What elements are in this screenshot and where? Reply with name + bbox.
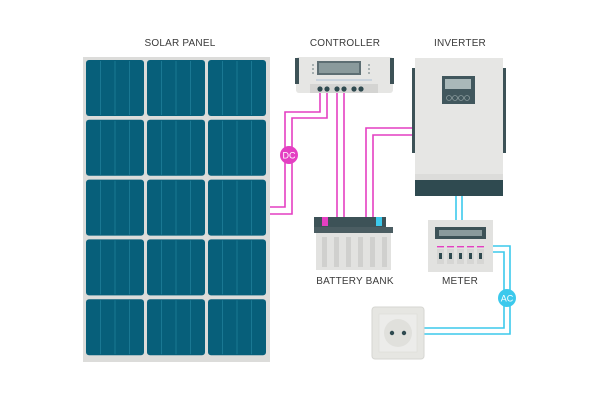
breaker-switch [469, 253, 472, 259]
breaker-switch [449, 253, 452, 259]
meter [428, 220, 493, 272]
breaker-indicator [477, 246, 484, 248]
breaker-indicator [457, 246, 464, 248]
breaker-switch [479, 253, 482, 259]
battery-negative-terminal [376, 217, 382, 226]
dc-wire-panel-controller-1 [270, 92, 321, 208]
breaker-indicator [467, 246, 474, 248]
inverter [412, 58, 506, 196]
breaker-indicator [437, 246, 444, 248]
wall-outlet [371, 306, 425, 360]
breaker-switch [459, 253, 462, 259]
dc-wire-battery-inverter-1 [365, 127, 415, 220]
ac-badge: AC [498, 289, 516, 307]
battery-positive-terminal [322, 217, 328, 226]
controller-label: CONTROLLER [309, 38, 381, 49]
dc-wire-battery-inverter-2 [372, 134, 415, 220]
breaker-indicator [447, 246, 454, 248]
charge-controller [295, 57, 394, 93]
breaker-switch [439, 253, 442, 259]
meter-label: METER [442, 276, 478, 287]
dc-badge: DC [280, 146, 298, 164]
inverter-label: INVERTER [434, 38, 486, 49]
solar-panel-label: SOLAR PANEL [144, 38, 216, 49]
dc-wires [270, 92, 415, 220]
dc-badge-label: DC [283, 151, 296, 161]
battery-bank [314, 217, 393, 270]
solar-panel [83, 57, 270, 362]
dc-wire-panel-controller-2 [270, 92, 328, 215]
ac-badge-label: AC [501, 294, 514, 304]
battery-bank-label: BATTERY BANK [316, 276, 394, 287]
